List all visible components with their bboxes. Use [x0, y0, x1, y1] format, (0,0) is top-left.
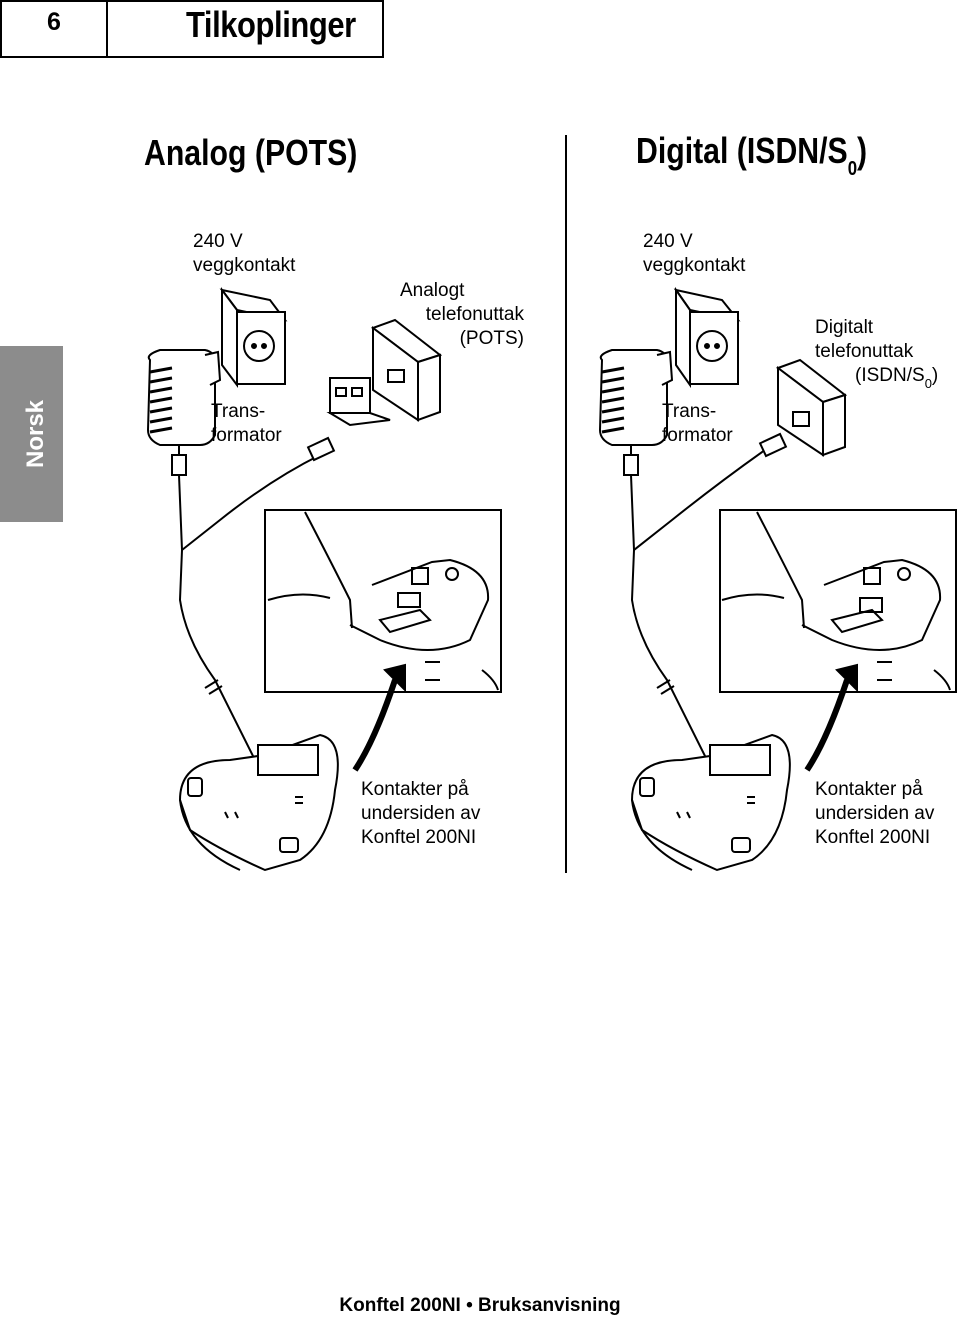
analog-phone-jack-icon — [326, 318, 443, 427]
page-title: Tilkoplinger — [186, 4, 356, 45]
analog-wall-socket-label: 240 V veggkontakt — [193, 230, 295, 278]
analog-transformer-label: Trans- formator — [211, 400, 282, 448]
label-line: 240 V — [193, 231, 243, 252]
digital-conference-phone-icon — [630, 733, 791, 872]
analog-conference-phone-icon — [178, 733, 339, 872]
header-divider — [0, 0, 108, 58]
section-divider — [565, 135, 567, 873]
label-line: Konftel 200NI — [815, 827, 931, 848]
label-line: Trans- — [662, 401, 717, 422]
digital-connectors-label: Kontakter på undersiden av Konftel 200NI — [815, 778, 934, 850]
digital-wall-socket-label: 240 V veggkontakt — [643, 230, 745, 278]
analog-section-title: Analog (POTS) — [144, 132, 358, 173]
label-line: Kontakter på — [815, 779, 923, 800]
digital-section-title: Digital (ISDN/S0) — [636, 130, 868, 180]
analog-wall-socket-icon — [219, 287, 288, 388]
label-line: veggkontakt — [193, 255, 296, 276]
digital-title-main: Digital (ISDN/S — [636, 130, 848, 171]
footer: Konftel 200NI • Bruksanvisning — [339, 1295, 621, 1316]
label-line: Konftel 200NI — [361, 827, 477, 848]
label-line: veggkontakt — [643, 255, 746, 276]
digital-transformer-label: Trans- formator — [662, 400, 733, 448]
label-line: undersiden av — [361, 803, 481, 824]
label-line: Trans- — [211, 401, 266, 422]
label-text: (ISDN/S — [855, 365, 925, 386]
digital-title-subscript: 0 — [847, 158, 858, 180]
label-line: Analogt — [400, 280, 465, 301]
digital-phone-jack-label: Digitalt telefonuttak (ISDN/S0) — [815, 316, 939, 391]
label-subscript: 0 — [924, 376, 932, 391]
page-number: 6 — [47, 8, 61, 36]
label-line: (POTS) — [459, 328, 524, 349]
analog-connectors-label: Kontakter på undersiden av Konftel 200NI — [361, 778, 480, 850]
label-line: formator — [662, 425, 733, 446]
analog-transformer-icon — [146, 349, 222, 476]
label-line: Digitalt — [815, 317, 874, 338]
label-line: telefonuttak — [425, 304, 524, 325]
label-line: formator — [211, 425, 282, 446]
label-line: Kontakter på — [361, 779, 469, 800]
label-line: 240 V — [643, 231, 693, 252]
language-tab — [0, 346, 63, 522]
label-line: undersiden av — [815, 803, 935, 824]
digital-phone-jack-icon — [775, 358, 848, 457]
analog-phone-jack-label: Analogt telefonuttak (POTS) — [400, 279, 524, 351]
digital-title-end: ) — [857, 130, 868, 171]
header-box — [0, 0, 384, 58]
label-line: (ISDN/S0) — [815, 364, 939, 391]
label-text-end: ) — [931, 365, 939, 386]
digital-wall-socket-icon — [673, 286, 741, 389]
label-line: telefonuttak — [815, 341, 914, 362]
